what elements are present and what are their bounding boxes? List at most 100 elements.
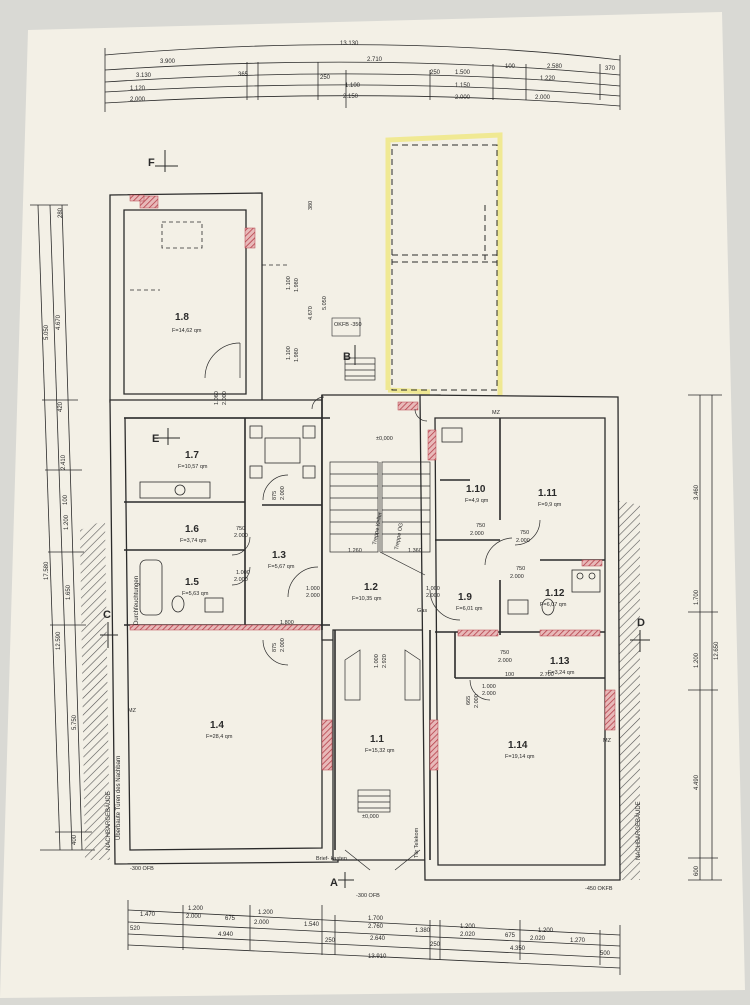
- left-dimension-texts: 17.580 12.590 5.050 4.670 420 2.410 100 …: [44, 207, 78, 845]
- right-dimension-texts: 12.650 3.460 1.700 1.200 4.490 600: [694, 484, 720, 876]
- red-hatched-walls: [129, 194, 616, 771]
- dim-inner: 750: [236, 526, 245, 532]
- room-1-10-area: F=4,9 qm: [465, 498, 489, 504]
- dim-bottom: 2.760: [368, 924, 384, 930]
- bathroom-fixtures: [139, 427, 601, 616]
- dim-bottom: 2.020: [460, 932, 476, 938]
- dim-bottom: 2.020: [530, 936, 546, 942]
- label-mz-top: MZ: [492, 410, 501, 416]
- dim-top: 250: [430, 70, 441, 76]
- room-1-7-id: 1.7: [185, 450, 199, 461]
- dim-bottom: 1.200: [538, 928, 554, 934]
- dim-left: 17.580: [44, 561, 50, 580]
- dim-bottom: 4.940: [218, 932, 234, 938]
- dim-inner: 380: [308, 201, 314, 210]
- section-marker-f: F: [148, 157, 155, 169]
- room-1-7-area: F=10,57 qm: [178, 464, 208, 470]
- label-treppe-right: Treppe OG: [394, 522, 405, 550]
- dim-top: 3.900: [160, 59, 176, 65]
- dim-top-total: 13.130: [340, 41, 359, 47]
- dim-inner: 2.000: [482, 691, 496, 697]
- room-1-9-area: F=6,01 qm: [456, 606, 483, 612]
- dim-bottom: 1.270: [570, 938, 586, 944]
- dim-bottom: 1.470: [140, 912, 156, 918]
- section-marker-a: A: [330, 877, 338, 889]
- dim-left: 5.750: [72, 714, 78, 730]
- room-1-13-area: F=3,24 qm: [548, 670, 575, 676]
- dim-inner: 1.980: [294, 348, 300, 362]
- dim-left: 1.200: [64, 514, 70, 530]
- room-1-8-id: 1.8: [175, 312, 189, 323]
- room-1-4-area: F=28,4 qm: [206, 734, 233, 740]
- dim-bottom: 1.200: [460, 924, 476, 930]
- label-okfb-top: OKFB -350: [334, 322, 362, 328]
- neighbor-hatch-left: [80, 520, 110, 860]
- dim-inner: 750: [516, 566, 525, 572]
- dim-bottom: 4.350: [510, 946, 526, 952]
- bottom-dimension-texts: 1.470 1.200 1.200 1.700 1.200 1.200 2.00…: [130, 906, 611, 960]
- label-gas: Gas: [417, 608, 427, 614]
- label-mz-left: MZ: [128, 708, 137, 714]
- dim-top: 370: [605, 66, 616, 72]
- dim-bottom: 675: [225, 916, 236, 922]
- dim-bottom: 520: [130, 926, 141, 932]
- label-tuer: Tür Telekom: [414, 827, 420, 858]
- dim-inner: 1.800: [280, 620, 294, 626]
- dim-inner: 875: [272, 491, 278, 500]
- dim-top: 2.000: [535, 95, 551, 101]
- dim-right: 600: [694, 865, 700, 876]
- dim-bottom: 250: [430, 942, 441, 948]
- dim-left: 1.650: [66, 584, 72, 600]
- room-labels: 1.8 F=14,62 qm 1.7 F=10,57 qm 1.6 F=3,74…: [172, 312, 575, 760]
- room-1-11-id: 1.11: [538, 488, 557, 499]
- dim-inner: 2.000: [306, 593, 320, 599]
- section-marker-e: E: [152, 433, 159, 445]
- dim-left: 2.410: [61, 454, 67, 470]
- dim-bottom: 1.700: [368, 916, 384, 922]
- dim-inner: 2.000: [498, 658, 512, 664]
- dim-right: 3.460: [694, 484, 700, 500]
- dim-right: 12.650: [714, 641, 720, 660]
- label-durchfeuchtungen: Durchfeuchtungen: [134, 576, 140, 625]
- dim-bottom: 250: [325, 938, 336, 944]
- room-1-12-id: 1.12: [545, 588, 565, 599]
- dim-bottom: 1.380: [415, 928, 431, 934]
- dim-top: 250: [320, 75, 331, 81]
- dim-right: 1.200: [694, 652, 700, 668]
- dim-inner: 5.050: [322, 296, 328, 310]
- dim-top: 100: [505, 64, 516, 70]
- room-1-9-id: 1.9: [458, 592, 472, 603]
- room-1-6-area: F=3,74 qm: [180, 538, 207, 544]
- dim-inner: 750: [520, 530, 529, 536]
- interior-walls: [124, 395, 605, 860]
- courtyard-dashed: [391, 144, 498, 391]
- dim-top: 1.120: [130, 86, 146, 92]
- dim-top: 3.130: [136, 73, 152, 79]
- room-1-3-area: F=5,67 qm: [268, 564, 295, 570]
- room-1-1-id: 1.1: [370, 734, 384, 745]
- dashed-details: [130, 221, 290, 291]
- dim-left: 280: [58, 207, 64, 218]
- dim-inner: 2.000: [234, 533, 248, 539]
- dim-inner: 2.000: [280, 638, 286, 652]
- label-level-left: -300 OFB: [130, 866, 154, 872]
- top-dimension-lines: [104, 44, 621, 112]
- dim-bottom: 1.200: [258, 910, 274, 916]
- dim-bottom: 675: [505, 933, 516, 939]
- right-dimension-lines: [688, 394, 722, 881]
- dim-inner: 100: [505, 672, 514, 678]
- room-1-6-id: 1.6: [185, 524, 199, 535]
- dim-inner: 875: [272, 643, 278, 652]
- dim-inner: 2.000: [474, 694, 480, 708]
- dim-left: 420: [58, 401, 64, 412]
- room-1-2-id: 1.2: [364, 582, 378, 593]
- dim-inner: 1.000: [306, 586, 320, 592]
- dim-inner: 2.000: [234, 577, 248, 583]
- dim-bottom-total: 13.910: [368, 954, 387, 960]
- dim-inner: 750: [500, 650, 509, 656]
- dim-inner: 1.100: [286, 346, 292, 360]
- dim-top: 365: [238, 72, 249, 78]
- dim-inner: 750: [476, 523, 485, 529]
- dim-inner: 2.000: [510, 574, 524, 580]
